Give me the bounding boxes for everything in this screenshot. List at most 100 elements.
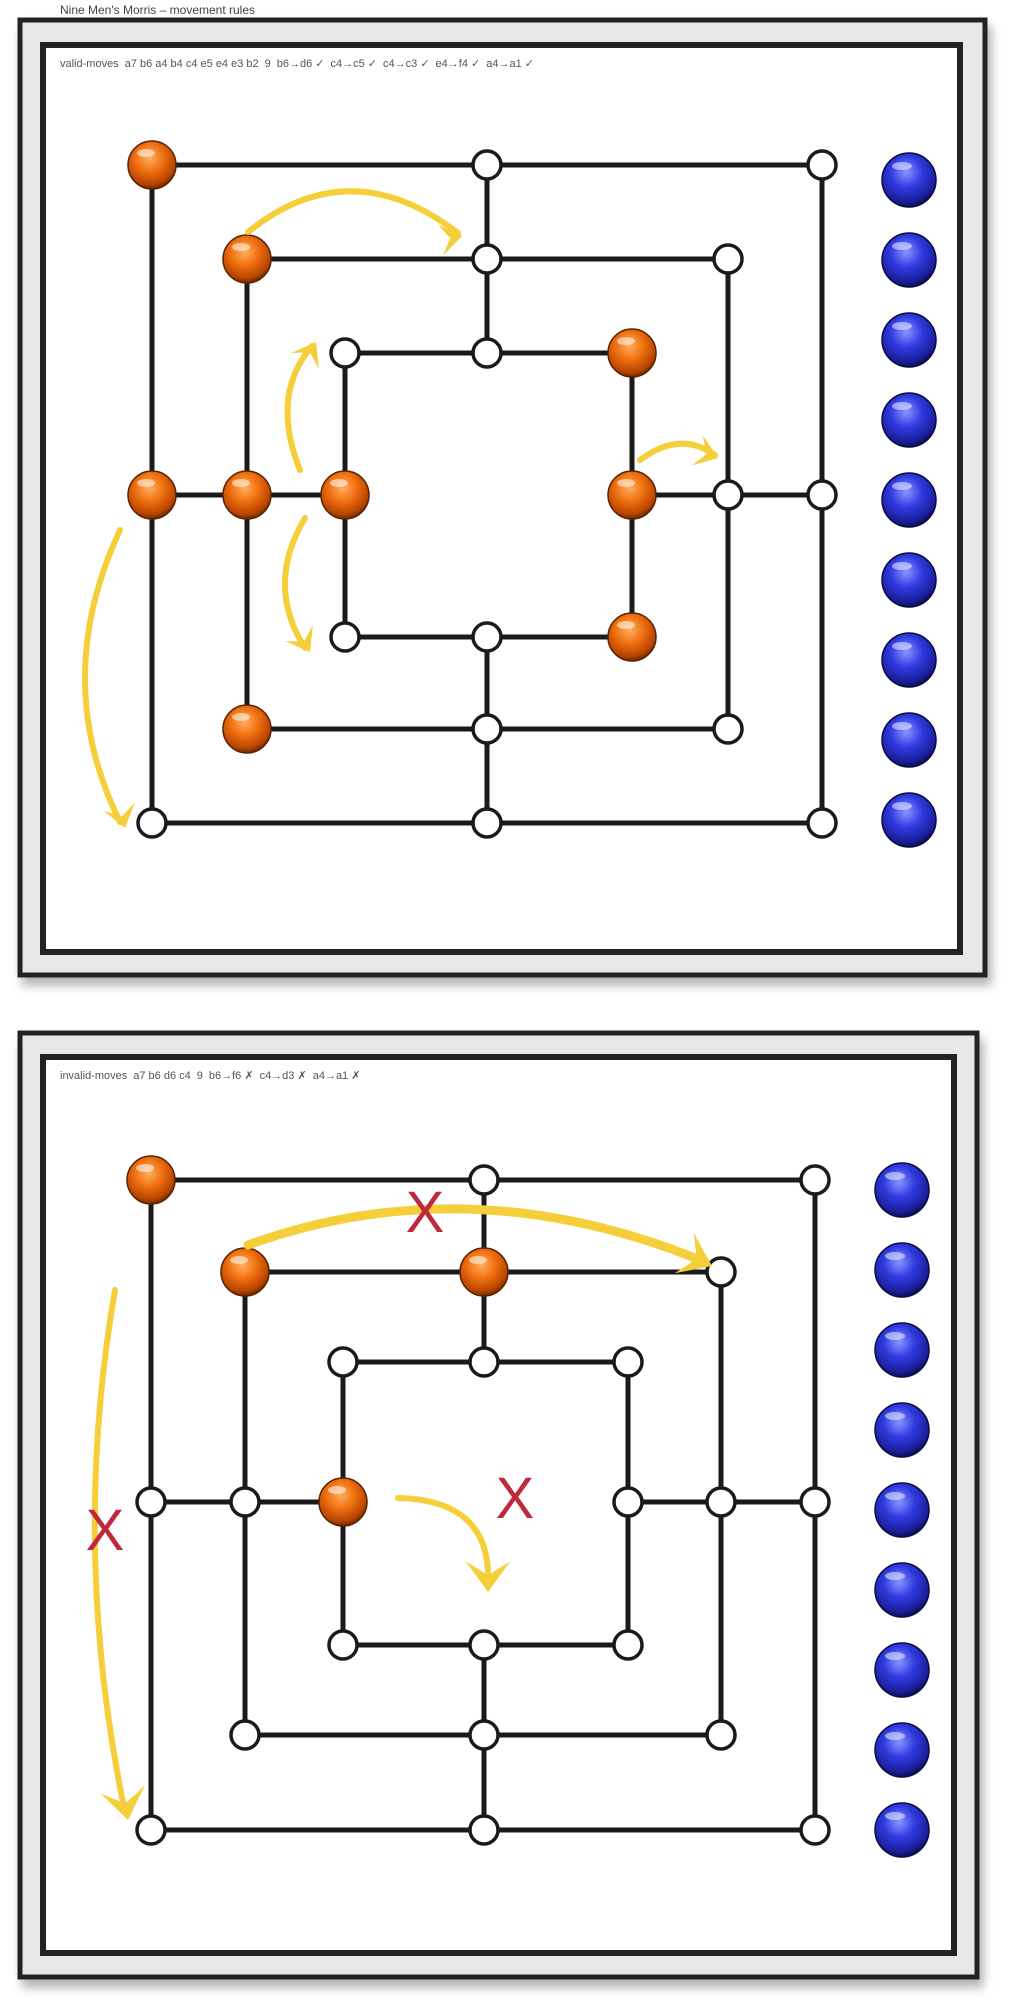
move-arrow-a4-a1 [91, 1287, 128, 1815]
orange-piece-list: a7 b6 a4 b4 c4 e5 e4 e3 b2 [124, 58, 259, 70]
piece-highlight [885, 1732, 905, 1740]
arrowhead-icon [465, 1561, 511, 1592]
empty-point-e4[interactable] [612, 1486, 644, 1518]
arrow-label: c4→c3 ✓ [383, 58, 430, 70]
blue-reserve-piece[interactable] [881, 712, 937, 768]
empty-point-d5[interactable] [471, 337, 503, 369]
blue-reserve-piece[interactable] [881, 312, 937, 368]
blue-reserve-piece[interactable] [881, 632, 937, 688]
orange-piece-c4[interactable] [318, 1477, 368, 1527]
blue-reserve-piece[interactable] [874, 1242, 930, 1298]
arrow-label: c4→c5 ✓ [330, 58, 378, 70]
board-invalid-moves: XXX [17, 1030, 980, 1980]
move-arrow-b6-f6 [243, 1204, 710, 1267]
piece-highlight [885, 1652, 905, 1660]
empty-point-b2[interactable] [229, 1719, 261, 1751]
piece-highlight [892, 722, 912, 730]
piece-highlight [885, 1172, 905, 1180]
empty-point-a1[interactable] [135, 1814, 167, 1846]
piece-highlight [328, 1486, 346, 1494]
blue-reserve-piece[interactable] [874, 1802, 930, 1858]
empty-point-b4[interactable] [229, 1486, 261, 1518]
orange-piece-d6[interactable] [459, 1247, 509, 1297]
empty-point-a1[interactable] [136, 807, 168, 839]
blue-reserve-piece[interactable] [881, 552, 937, 608]
piece-highlight [885, 1812, 905, 1820]
blue-reserve-piece[interactable] [874, 1322, 930, 1378]
empty-point-g4[interactable] [799, 1486, 831, 1518]
blue-reserve-piece[interactable] [874, 1162, 930, 1218]
piece-highlight [230, 1256, 248, 1264]
empty-point-g7[interactable] [806, 149, 838, 181]
empty-point-c3[interactable] [329, 621, 361, 653]
orange-piece-a7[interactable] [127, 140, 177, 190]
arrow-label: e4→f4 ✓ [435, 58, 481, 70]
orange-piece-b6[interactable] [220, 1247, 270, 1297]
empty-point-d7[interactable] [468, 1164, 500, 1196]
empty-point-f6[interactable] [705, 1256, 737, 1288]
piece-highlight [892, 802, 912, 810]
blue-reserve-piece[interactable] [874, 1722, 930, 1778]
orange-piece-e3[interactable] [607, 612, 657, 662]
empty-point-g4[interactable] [806, 479, 838, 511]
piece-highlight [330, 479, 348, 487]
piece-highlight [469, 1256, 487, 1264]
piece-highlight [892, 562, 912, 570]
blue-reserve-piece[interactable] [881, 472, 937, 528]
empty-point-g7[interactable] [799, 1164, 831, 1196]
orange-piece-b2[interactable] [222, 704, 272, 754]
orange-piece-a7[interactable] [126, 1155, 176, 1205]
piece-highlight [232, 479, 250, 487]
empty-point-f2[interactable] [712, 713, 744, 745]
blue-reserve-piece[interactable] [874, 1482, 930, 1538]
orange-piece-e5[interactable] [607, 328, 657, 378]
blue-reserve-piece[interactable] [874, 1402, 930, 1458]
empty-point-f6[interactable] [712, 243, 744, 275]
blue-reserve-piece[interactable] [881, 792, 937, 848]
piece-highlight [892, 402, 912, 410]
empty-point-d2[interactable] [468, 1719, 500, 1751]
arrow-label: b6→f6 ✗ [208, 1070, 254, 1082]
empty-point-a4[interactable] [135, 1486, 167, 1518]
empty-point-g1[interactable] [799, 1814, 831, 1846]
empty-point-d5[interactable] [468, 1346, 500, 1378]
empty-point-d6[interactable] [471, 243, 503, 275]
empty-point-g1[interactable] [806, 807, 838, 839]
blue-reserve-piece[interactable] [874, 1642, 930, 1698]
orange-piece-e4[interactable] [607, 470, 657, 520]
empty-point-c5[interactable] [329, 337, 361, 369]
empty-point-d2[interactable] [471, 713, 503, 745]
empty-point-d7[interactable] [471, 149, 503, 181]
empty-point-f4[interactable] [705, 1486, 737, 1518]
empty-point-e3[interactable] [612, 1629, 644, 1661]
empty-point-d3[interactable] [471, 621, 503, 653]
piece-highlight [885, 1572, 905, 1580]
empty-point-f2[interactable] [705, 1719, 737, 1751]
empty-point-d1[interactable] [471, 807, 503, 839]
orange-piece-list: a7 b6 d6 c4 [133, 1070, 191, 1082]
empty-point-d1[interactable] [468, 1814, 500, 1846]
orange-piece-b4[interactable] [222, 470, 272, 520]
move-arrow-b6-d6 [245, 188, 461, 236]
piece-highlight [885, 1252, 905, 1260]
arrowhead-icon [674, 1232, 712, 1274]
blue-reserve-piece[interactable] [874, 1562, 930, 1618]
empty-point-c3[interactable] [327, 1629, 359, 1661]
empty-point-e5[interactable] [612, 1346, 644, 1378]
empty-point-c5[interactable] [327, 1346, 359, 1378]
arrow-label: b6→d6 ✓ [276, 58, 325, 70]
piece-highlight [885, 1332, 905, 1340]
orange-piece-a4[interactable] [127, 470, 177, 520]
piece-highlight [617, 621, 635, 629]
orange-piece-c4[interactable] [320, 470, 370, 520]
empty-point-d3[interactable] [468, 1629, 500, 1661]
blue-reserve-piece[interactable] [881, 392, 937, 448]
blue-reserve-piece[interactable] [881, 232, 937, 288]
orange-piece-b6[interactable] [222, 234, 272, 284]
move-arrow-c4-c5 [284, 343, 315, 473]
empty-point-f4[interactable] [712, 479, 744, 511]
blue-reserve-piece[interactable] [881, 152, 937, 208]
